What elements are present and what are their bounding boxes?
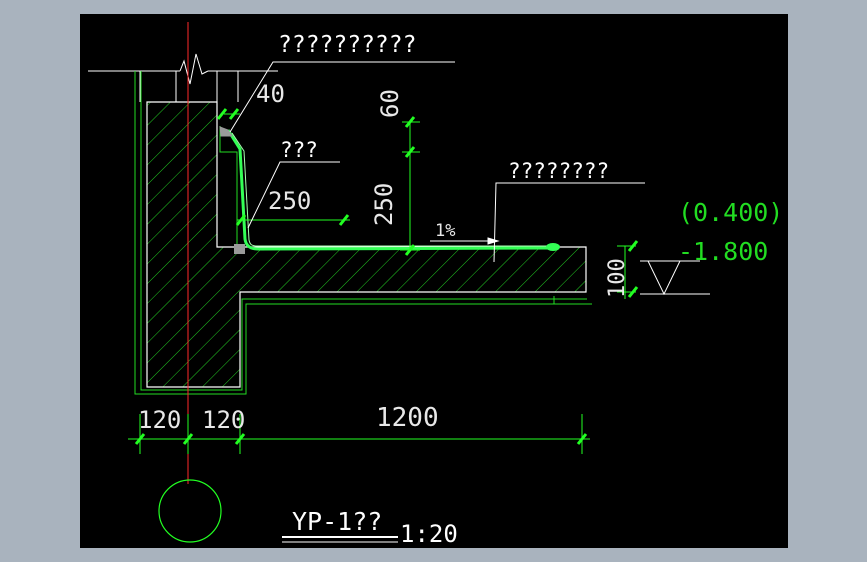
ground-line [88,53,278,102]
axis-bubble [158,479,222,543]
slope-arrow [430,237,500,245]
concrete-section [146,101,587,388]
middle-callout-label: ??? [280,138,318,162]
detail-title: YP-1?? [292,507,382,536]
detail-scale: 1:20 [400,520,458,548]
elevation-lower: -1.800 [678,237,768,266]
leader-lines [229,61,710,296]
slope-value: 1% [435,221,455,241]
dimension-lines [128,113,636,454]
dimension-ticks [134,108,639,445]
cad-drawing-canvas[interactable]: ?????????? ??? ???????? 40 60 250 250 1%… [80,14,788,548]
cushion-outline [134,71,592,395]
elevation-upper: (0.400) [678,198,783,227]
dim-60: 60 [376,89,404,118]
right-callout-label: ???????? [508,159,609,183]
detail-drawing: ?????????? ??? ???????? 40 60 250 250 1%… [88,22,783,548]
dim-250-horizontal: 250 [268,187,311,215]
dim-120-right: 120 [202,406,245,434]
dim-100: 100 [605,258,630,298]
dim-1200: 1200 [376,403,439,433]
top-callout-label: ?????????? [278,32,416,58]
wall-finish [219,126,238,247]
dim-40: 40 [256,80,285,108]
dim-120-left: 120 [138,406,181,434]
waterproof-membrane [219,126,560,254]
dim-250-vertical: 250 [370,183,398,226]
